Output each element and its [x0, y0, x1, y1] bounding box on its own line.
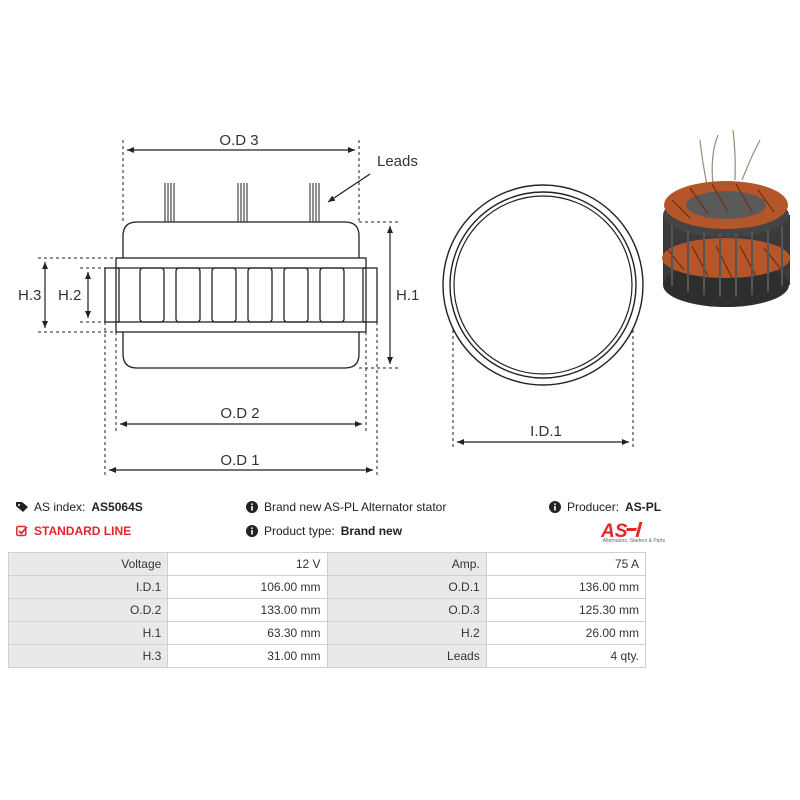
- checkbox-checked-icon: [16, 525, 28, 537]
- svg-text:AS: AS: [600, 521, 628, 540]
- label-id1: I.D.1: [530, 423, 562, 440]
- stator-teeth: [104, 267, 378, 323]
- stator-side-view: [104, 183, 378, 369]
- label-od1: O.D 1: [220, 452, 259, 469]
- top-winding: [122, 221, 360, 258]
- producer: Producer: AS-PL: [549, 500, 661, 514]
- spec-label: H.3: [7, 644, 169, 668]
- bottom-winding: [122, 332, 360, 369]
- spec-value: 63.30 mm: [167, 621, 328, 645]
- lead-wires: [164, 183, 320, 222]
- stator-top-view: [442, 184, 644, 386]
- spec-label: O.D.1: [326, 575, 487, 599]
- spec-label: Leads: [326, 644, 487, 668]
- as-pl-logo: AS Alternators, Starters & Parts: [585, 520, 665, 546]
- spec-value: 75 A: [485, 552, 647, 576]
- leads-pointer: [327, 173, 371, 203]
- as-index-label: AS index:: [34, 500, 86, 514]
- spec-value: 31.00 mm: [167, 644, 328, 668]
- standard-line-text: STANDARD LINE: [34, 524, 132, 538]
- spec-value: 4 qty.: [485, 644, 647, 668]
- stator-product-photo: [662, 129, 790, 307]
- as-index: AS index: AS5064S: [16, 500, 143, 514]
- product-type: Product type: Brand new: [246, 524, 402, 538]
- info-icon: [246, 525, 258, 537]
- info-icon: [549, 501, 561, 513]
- spec-label: H.1: [7, 621, 169, 645]
- label-h3: H.3: [18, 287, 41, 304]
- label-od2: O.D 2: [220, 405, 259, 422]
- spec-value: 26.00 mm: [485, 621, 647, 645]
- spec-value: 125.30 mm: [485, 598, 647, 622]
- spec-label: O.D.2: [7, 598, 169, 622]
- stator-core: [115, 257, 367, 333]
- label-h1: H.1: [396, 287, 419, 304]
- label-od3: O.D 3: [219, 132, 258, 149]
- label-leads: Leads: [377, 153, 418, 170]
- spec-label: I.D.1: [7, 575, 169, 599]
- info-icon: [246, 501, 258, 513]
- spec-value: 133.00 mm: [167, 598, 328, 622]
- producer-label: Producer:: [567, 500, 620, 514]
- spec-value: 136.00 mm: [485, 575, 647, 599]
- tag-icon: [16, 502, 28, 512]
- producer-value: AS-PL: [625, 500, 662, 514]
- spec-label: H.2: [326, 621, 487, 645]
- product-type-label: Product type:: [264, 524, 335, 538]
- spec-value: 106.00 mm: [167, 575, 328, 599]
- label-h2: H.2: [58, 287, 81, 304]
- extension-lines: [38, 140, 634, 478]
- logo-tagline: Alternators, Starters & Parts: [602, 538, 665, 544]
- stator-dimension-drawing: O.D 3 Leads H.3 H.2 H.1 O.D 2 O.D 1 I.D.…: [18, 129, 790, 478]
- spec-label: Voltage: [7, 552, 169, 576]
- spec-label: O.D.3: [326, 598, 487, 622]
- as-index-value: AS5064S: [91, 500, 143, 514]
- product-type-value: Brand new: [340, 524, 403, 538]
- spec-value: 12 V: [167, 552, 328, 576]
- spec-label: Amp.: [326, 552, 487, 576]
- product-description: Brand new AS-PL Alternator stator: [246, 500, 446, 514]
- logo-mark: AS: [600, 521, 643, 542]
- description-text: Brand new AS-PL Alternator stator: [264, 500, 447, 514]
- standard-line: STANDARD LINE: [16, 524, 131, 538]
